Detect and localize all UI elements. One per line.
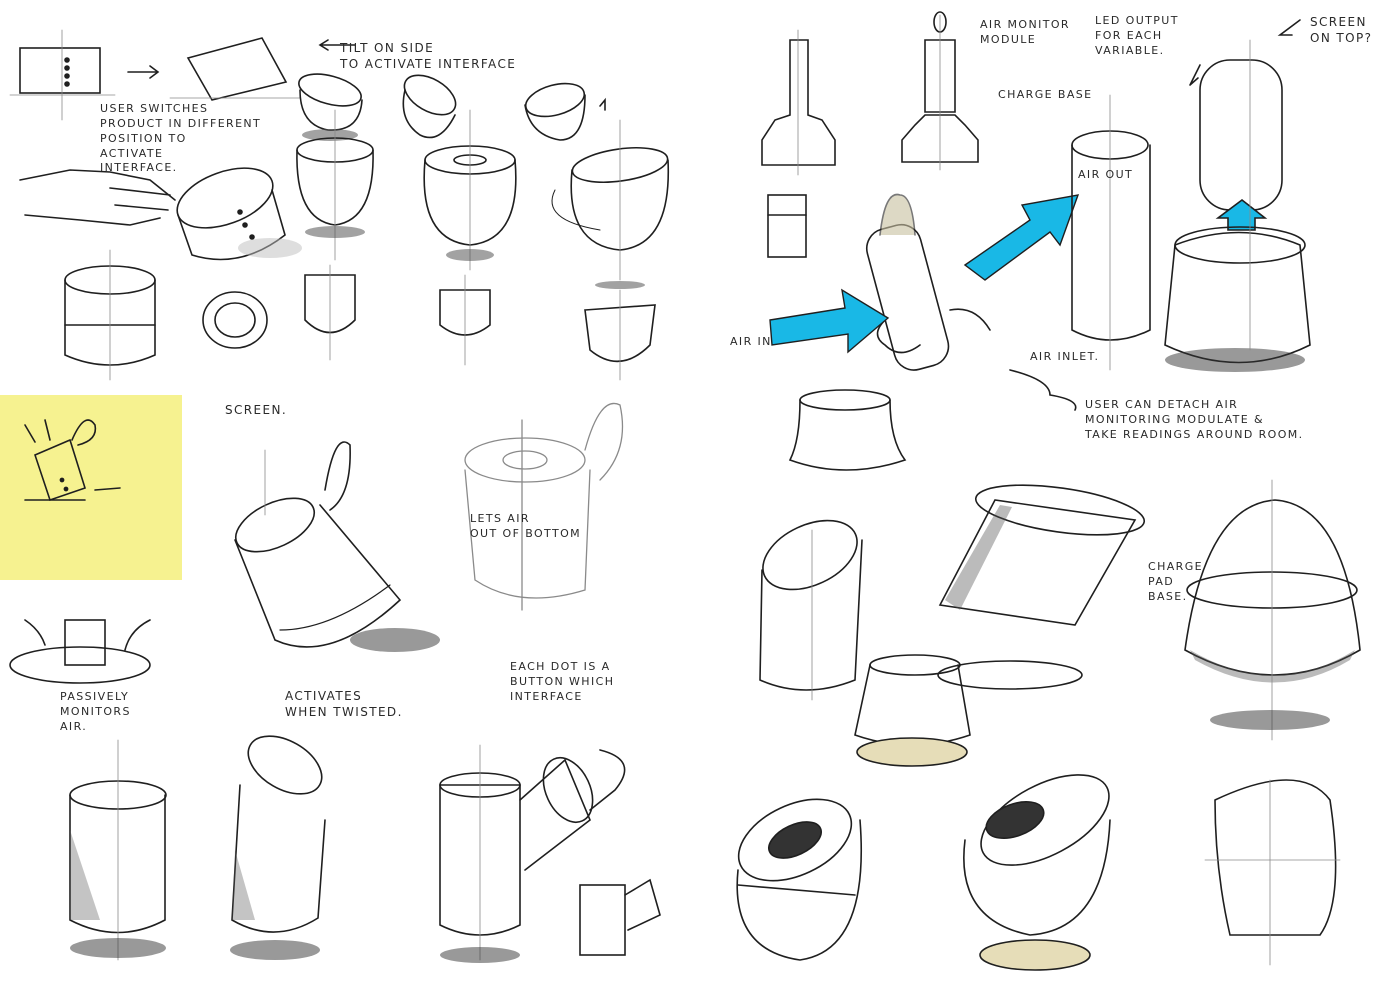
cup-plain-right-sketch — [1204, 779, 1341, 966]
flared-base-sketch — [788, 389, 907, 471]
cup-side-1-sketch — [304, 264, 356, 361]
sticky-note-sketch — [24, 419, 121, 502]
annotation-activates: ACTIVATES WHEN TWISTED. — [285, 689, 403, 720]
tan-pad-1-sketch — [856, 737, 968, 767]
annotation-screen-left: SCREEN. — [225, 403, 288, 417]
annotation-detach-module: USER CAN DETACH AIR MONITORING MODULATE … — [1085, 398, 1304, 441]
charge-pad-sketch — [854, 654, 1083, 746]
cup-side-2-sketch — [439, 274, 491, 366]
tilt-arrow-icon — [127, 65, 160, 79]
cup-tilted-small-3-sketch — [524, 82, 606, 141]
cup-tilted-small-1-sketch — [298, 73, 363, 141]
annotation-charge-base: CHARGE BASE — [998, 88, 1093, 101]
device-tilted-with-strap-sketch — [234, 441, 440, 652]
annotation-passively-monitors: PASSIVELY MONITORS AIR. — [60, 690, 131, 733]
air-in-arrow-icon — [769, 288, 890, 354]
cup-side-3-sketch — [584, 281, 656, 381]
bowl-strap-sketch — [963, 774, 1111, 971]
cup-twist-3-sketch — [439, 744, 594, 963]
cup-angled-right-sketch — [759, 519, 863, 701]
annotation-air-inlet: AIR INLET. — [1030, 350, 1100, 363]
cup-tilted-small-2-sketch — [402, 74, 457, 139]
tilt-box-tilted-sketch — [169, 37, 301, 101]
cup-round-3-sketch — [551, 119, 670, 281]
cup-dotted-base-sketch — [64, 249, 156, 381]
annotation-each-dot: EACH DOT IS A BUTTON WHICH INTERFACE — [510, 660, 615, 703]
annotation-air-out: AIR OUT — [1078, 168, 1134, 181]
block-tilted-sketch — [938, 484, 1146, 626]
cylinder-monitor-sketch — [1071, 94, 1151, 371]
annotation-air-monitor-module: AIR MONITOR MODULE — [980, 18, 1070, 46]
tilt-note-arrow-icon — [318, 39, 356, 51]
hand-holding-device-sketch — [19, 167, 302, 261]
charge-base-profile-sketch — [761, 29, 836, 176]
annotation-user-switches: USER SWITCHES PRODUCT IN DIFFERENT POSIT… — [100, 102, 262, 175]
cup-round-1-sketch — [296, 109, 374, 261]
annotation-tilt: TILT ON SIDE TO ACTIVATE INTERFACE — [340, 41, 517, 72]
device-small-side-sketch — [579, 878, 661, 956]
annotation-screen-top: SCREEN ON TOP? — [1310, 15, 1373, 46]
air-out-arrow-icon — [963, 194, 1080, 281]
air-monitor-module-sketch — [901, 11, 979, 171]
teardrop-cone-sketch — [1184, 479, 1361, 741]
annotation-charge-pad-base: CHARGE PAD BASE. — [1148, 560, 1203, 603]
annotation-air-in: AIR IN — [730, 335, 772, 348]
sticky-note — [0, 395, 182, 580]
small-glass-sketch — [767, 194, 807, 258]
led-arrow-icon — [1189, 64, 1201, 86]
device-pencil-sketch — [464, 402, 624, 611]
handheld-module-sketch — [865, 193, 991, 371]
annotation-led-output: LED OUTPUT FOR EACH VARIABLE. — [1095, 14, 1179, 57]
cup-twist-2-sketch — [230, 735, 326, 960]
cup-round-2-sketch — [423, 109, 517, 271]
detach-arrow-icon — [1009, 369, 1077, 411]
tilt-box-upright-sketch — [9, 29, 116, 121]
screen-arrow-icon — [1277, 19, 1301, 36]
module-with-base-sketch — [1164, 39, 1311, 372]
cup-twist-1-sketch — [69, 739, 167, 961]
interface-arrow-icon — [589, 749, 626, 811]
annotation-lets-air: LETS AIR OUT OF BOTTOM — [470, 512, 582, 540]
bowl-tilted-sketch — [736, 798, 863, 961]
device-passive-top-sketch — [9, 619, 151, 684]
sketch-sheet — [0, 11, 1361, 971]
ring-top-view-sketch — [202, 291, 268, 349]
